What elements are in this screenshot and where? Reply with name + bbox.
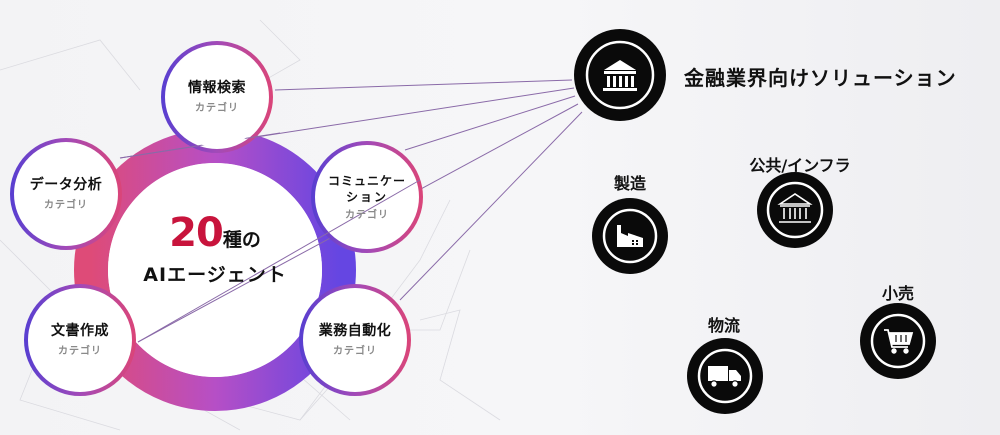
category-document-creation[interactable]: 文書作成 カテゴリ (30, 290, 130, 390)
category-title: 業務自動化 (318, 323, 392, 339)
category-subtitle: カテゴリ (58, 346, 102, 357)
category-business-automation[interactable]: 業務自動化 カテゴリ (305, 290, 405, 390)
factory-icon (617, 225, 643, 247)
category-title: 情報検索 (188, 80, 246, 96)
bank-icon (603, 60, 637, 91)
category-title-line2: ション (345, 190, 388, 204)
category-subtitle: カテゴリ (333, 346, 377, 357)
category-subtitle: カテゴリ (44, 200, 88, 211)
industry-finance-label: 金融業界向けソリューション (684, 66, 957, 90)
category-title: データ分析 (29, 177, 103, 193)
category-data-analysis[interactable]: データ分析 カテゴリ (16, 144, 116, 244)
category-information-search[interactable]: 情報検索 カテゴリ (167, 47, 267, 147)
category-title-line1: コミュニケー (327, 174, 406, 188)
industry-manufacturing-label: 製造 (613, 174, 647, 193)
category-title: 文書作成 (51, 323, 109, 339)
center-subtitle: AIエージェント (143, 264, 287, 286)
industry-logistics-label: 物流 (707, 316, 741, 335)
government-building-icon (777, 193, 813, 223)
category-communication[interactable]: コミュニケー ション カテゴリ (317, 147, 417, 247)
public-infra-icon-badge (757, 172, 833, 248)
logistics-icon-badge (687, 338, 763, 414)
truck-icon (708, 366, 741, 388)
finance-icon-badge (574, 29, 666, 121)
industry-retail-label: 小売 (881, 284, 915, 303)
category-subtitle: カテゴリ (195, 103, 239, 114)
industry-public-infra-label: 公共/インフラ (749, 156, 851, 175)
manufacturing-icon-badge (592, 198, 668, 274)
center-headline: 20種の AIエージェント (115, 210, 315, 287)
category-subtitle: カテゴリ (345, 210, 389, 221)
agent-count-suffix: 種の (222, 229, 261, 251)
retail-icon-badge (860, 303, 936, 379)
agent-count: 20 (169, 210, 224, 256)
